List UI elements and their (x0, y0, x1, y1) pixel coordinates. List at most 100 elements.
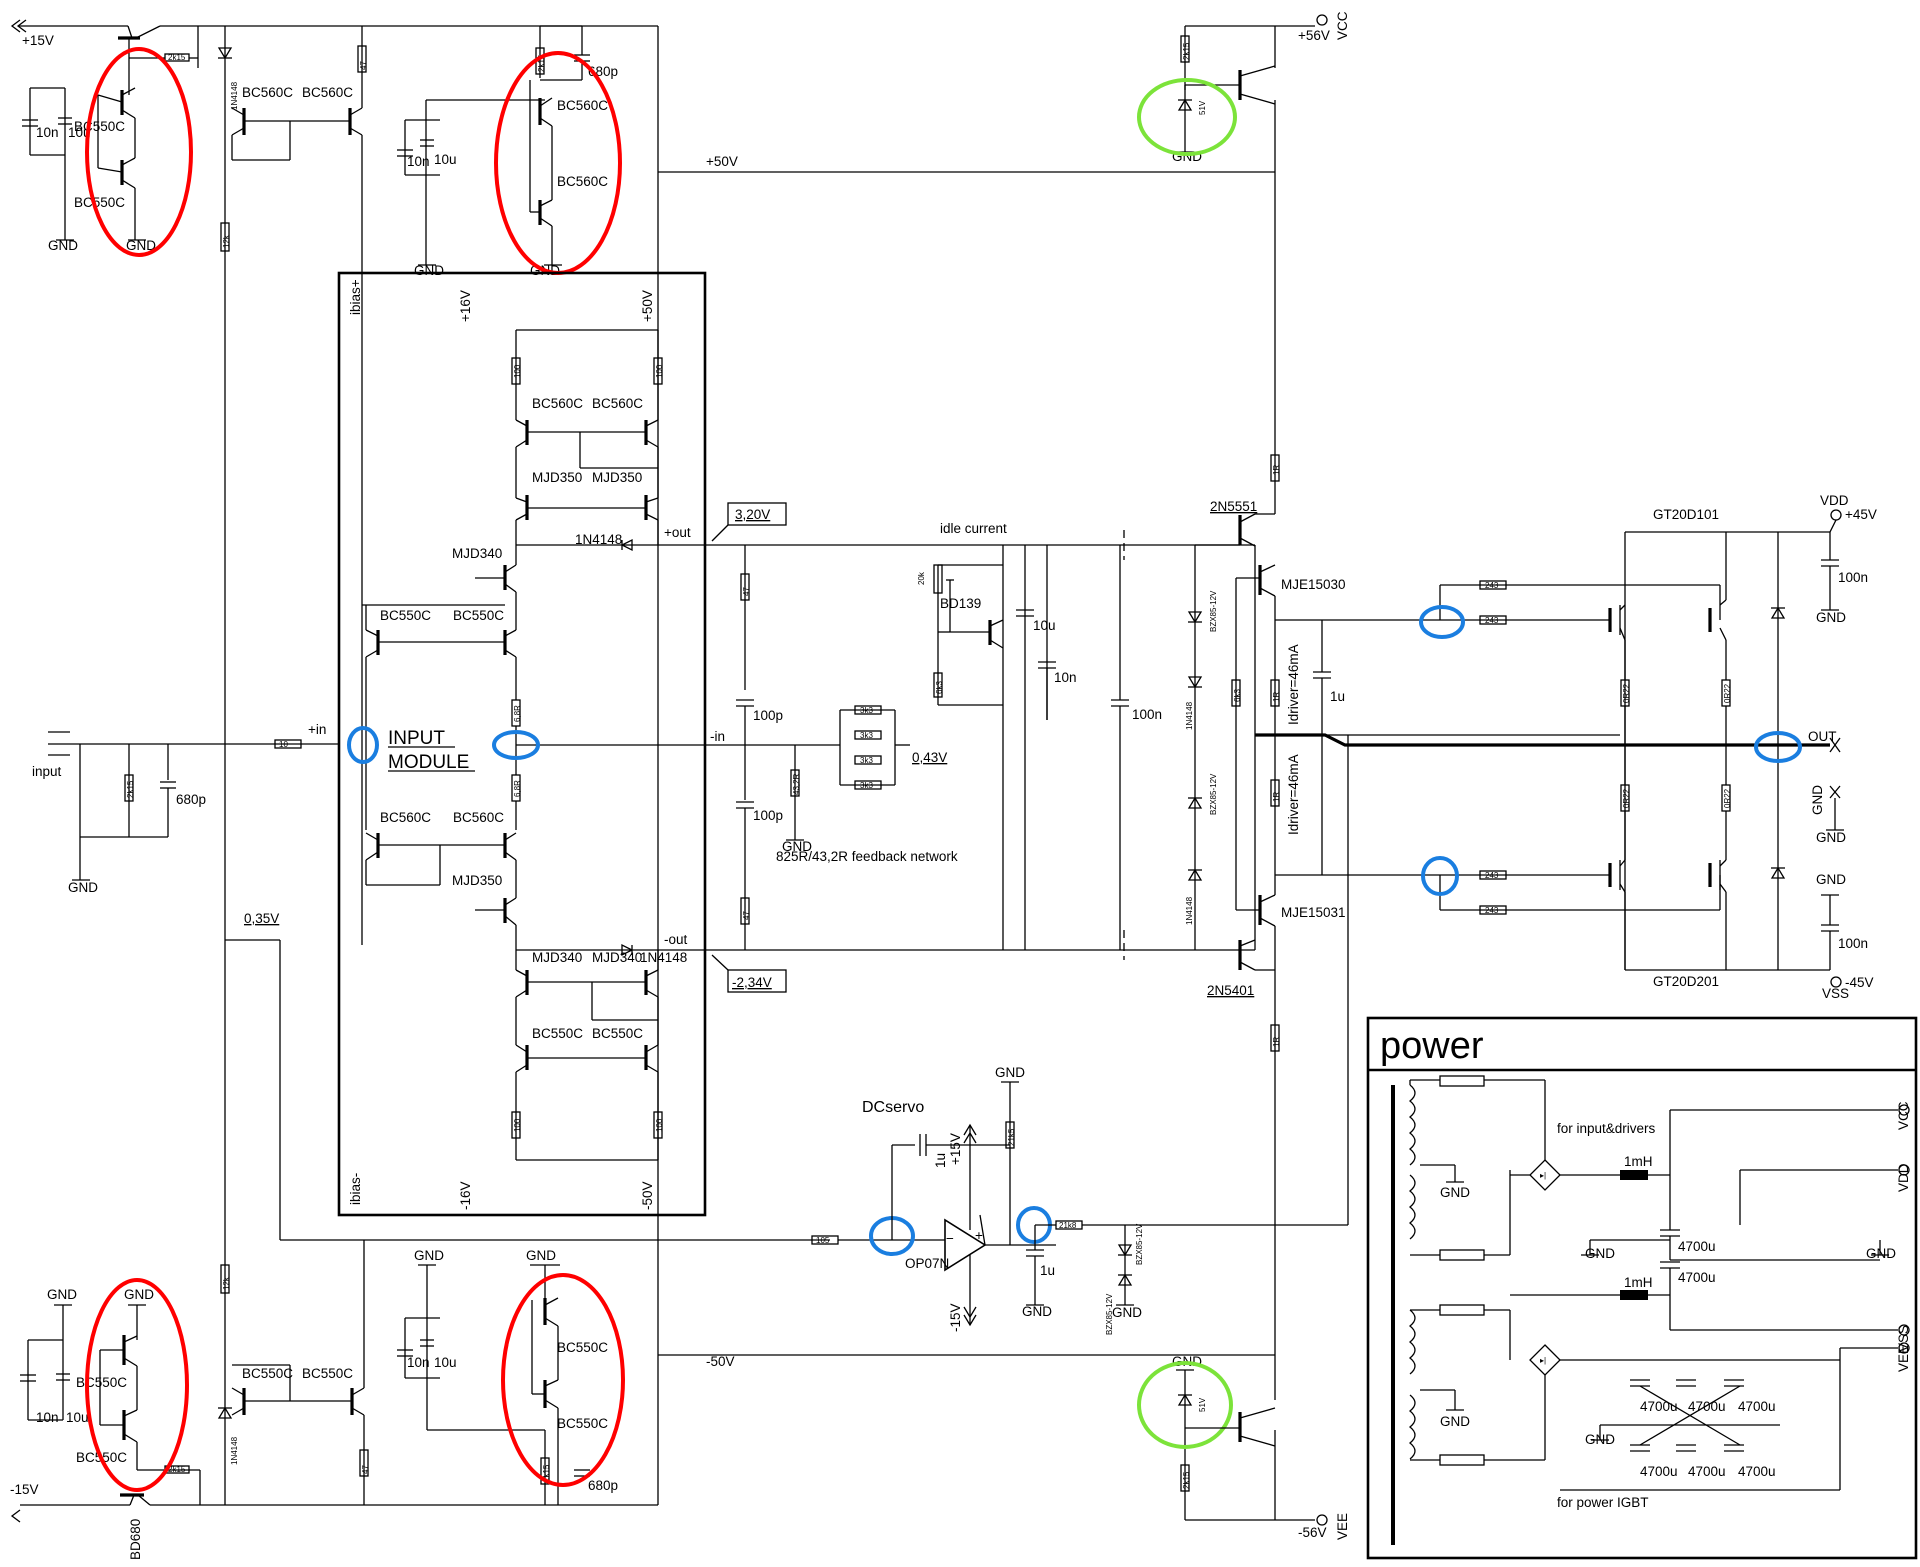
gnd-e: GND (414, 263, 444, 278)
svg-text:▸|: ▸| (1540, 1171, 1546, 1180)
diode-1n4148-a: 1N4148 (230, 81, 239, 110)
label-plus50v: +50V (706, 154, 738, 169)
cap-680p-c: 680p (176, 792, 206, 807)
label-minus-in: -in (710, 729, 725, 744)
red-highlight-ring (85, 1278, 189, 1492)
igbt-output: GT20D101 GT20D201 VDD +45V -45V VSS 100n… (1255, 493, 1877, 1001)
res-21k5: 21k5 (1007, 1128, 1016, 1146)
gnd-x: GND (1585, 1432, 1615, 1447)
label-plus15-servo: +15V (948, 1133, 963, 1165)
res-6r8-b: 6,8R (513, 780, 522, 797)
bc550c-e: BC550C (242, 1366, 293, 1381)
voltage-043: 0,43V (912, 750, 947, 765)
res-21k8: 21k8 (1059, 1221, 1077, 1230)
label-vdd-box: VDD (1896, 1163, 1911, 1192)
dcservo-label: DCservo (862, 1099, 924, 1116)
gnd-p: GND (1816, 830, 1846, 845)
zener-51v-b: 51V (1198, 1397, 1207, 1412)
res-100-b: 100 (655, 364, 664, 378)
label-minus-out: -out (664, 932, 688, 947)
res-2k15-c: 2k15 (537, 54, 546, 72)
label-plus16v: +16V (458, 290, 473, 322)
bc560c-a: BC560C (242, 85, 293, 100)
q-2n5401: 2N5401 (1207, 983, 1254, 998)
label-minus45: -45V (1845, 975, 1874, 990)
gnd-i: GND (68, 880, 98, 895)
label-minus56: -56V (1298, 1525, 1327, 1540)
input-label: input (32, 764, 62, 779)
label-minus15-servo: -15V (948, 1303, 963, 1332)
op-plus-symbol: + (975, 1228, 983, 1243)
gnd-b: GND (126, 238, 156, 253)
cap-10u-d: 10u (434, 1355, 457, 1370)
for-input-label: for input&drivers (1557, 1121, 1656, 1136)
q-2n5551: 2N5551 (1210, 499, 1257, 514)
gnd-w: GND (1866, 1246, 1896, 1261)
idle-current-multiplier: idle current 20k BD139 6k3 10u 10n 100n (917, 521, 1162, 960)
cap-4700u-b: 4700u (1678, 1270, 1716, 1285)
res-47-d: 47 (742, 911, 751, 920)
res-2k15-e: 2k15 (1182, 42, 1191, 60)
inductor-1mh-b: 1mH (1624, 1275, 1653, 1290)
cap-100n-a: 100n (1132, 707, 1162, 722)
label-minus15: -15V (10, 1482, 39, 1497)
gnd-j: GND (782, 839, 812, 854)
label-plus45: +45V (1845, 507, 1877, 522)
zener-bzx-c: BZX85-12V (1135, 1223, 1144, 1265)
res-0r22-b: 0R22 (1723, 683, 1732, 703)
blue-highlight-ring (1419, 605, 1465, 639)
cap-4700u-d: 4700u (1688, 1399, 1726, 1414)
mjd350-c: MJD350 (452, 873, 502, 888)
bc550c-l: BC550C (592, 1026, 643, 1041)
gnd-g: GND (414, 1248, 444, 1263)
top-left-source: +15V 2k15 10n 10u GND BC550C BC550C GND (10, 19, 199, 257)
bd139-label: BD139 (940, 596, 981, 611)
ibias-plus: ibias+ (348, 279, 363, 315)
gnd-u: GND (1440, 1414, 1470, 1429)
gnd-c: GND (47, 1287, 77, 1302)
res-2k15-b: 2k15 (168, 1465, 186, 1474)
cap-1u-c: 1u (1040, 1263, 1055, 1278)
res-1r-b: 1R (1272, 1037, 1281, 1047)
res-0r22-a: 0R22 (1622, 683, 1631, 703)
res-47k5: 2k15 (126, 780, 135, 798)
label-plus-in: +in (308, 722, 326, 737)
diode-1n4148-f: 1N4148 (1185, 896, 1194, 925)
diode-1n4148-d: 1N4148 (640, 950, 687, 965)
bc550c-k: BC550C (532, 1026, 583, 1041)
diode-1n4148-c: 1N4148 (575, 532, 622, 547)
cap-4700u-a: 4700u (1678, 1239, 1716, 1254)
res-3k3-c: 3k3 (860, 756, 873, 765)
gnd-a: GND (48, 238, 78, 253)
cap-10u-e: 10u (1033, 618, 1056, 633)
dc-servo: DCservo 105 1u + − +15V -15V OP07N GND 2… (811, 735, 1349, 1335)
mjd350-b: MJD350 (592, 470, 642, 485)
feedback-network: 47 100p 100p 47 43,2R GND 825R/43,2R fee… (705, 544, 1255, 951)
cap-4700u-g: 4700u (1688, 1464, 1726, 1479)
res-2k15-d: 2k15 (542, 1464, 551, 1482)
input-stage: input 2k15 680p GND 10 -in (32, 726, 725, 895)
bc550c-b: BC550C (74, 195, 125, 210)
ibias-minus: ibias- (348, 1173, 363, 1205)
res-0r22-d: 0R22 (1723, 788, 1732, 808)
zener-bzx-b: BZX85-12V (1209, 773, 1218, 815)
gnd-o: GND (1810, 785, 1825, 815)
bc550c-i: BC550C (380, 608, 431, 623)
red-highlight-ring (501, 1273, 625, 1487)
red-highlight-ring (85, 47, 193, 257)
gnd-h: GND (526, 1248, 556, 1263)
gnd-n: GND (1816, 872, 1846, 887)
idriver-b: Idriver=46mA (1286, 754, 1301, 835)
res-105: 105 (816, 1236, 830, 1245)
label-plus-out: +out (664, 525, 691, 540)
top-right-regulator: +56V VCC 2k15 51V GND (1137, 11, 1350, 164)
gnd-s: GND (1112, 1305, 1142, 1320)
input-module-title-2: MODULE (388, 752, 469, 773)
bc550c-h: BC550C (557, 1416, 608, 1431)
cap-100p-a: 100p (753, 708, 783, 723)
gnd-r: GND (1022, 1304, 1052, 1319)
bottom-right-regulator: GND 51V 2k15 -56V VEE (1137, 1354, 1350, 1540)
cap-100n-c: 100n (1838, 936, 1868, 951)
bc560c-b: BC560C (302, 85, 353, 100)
